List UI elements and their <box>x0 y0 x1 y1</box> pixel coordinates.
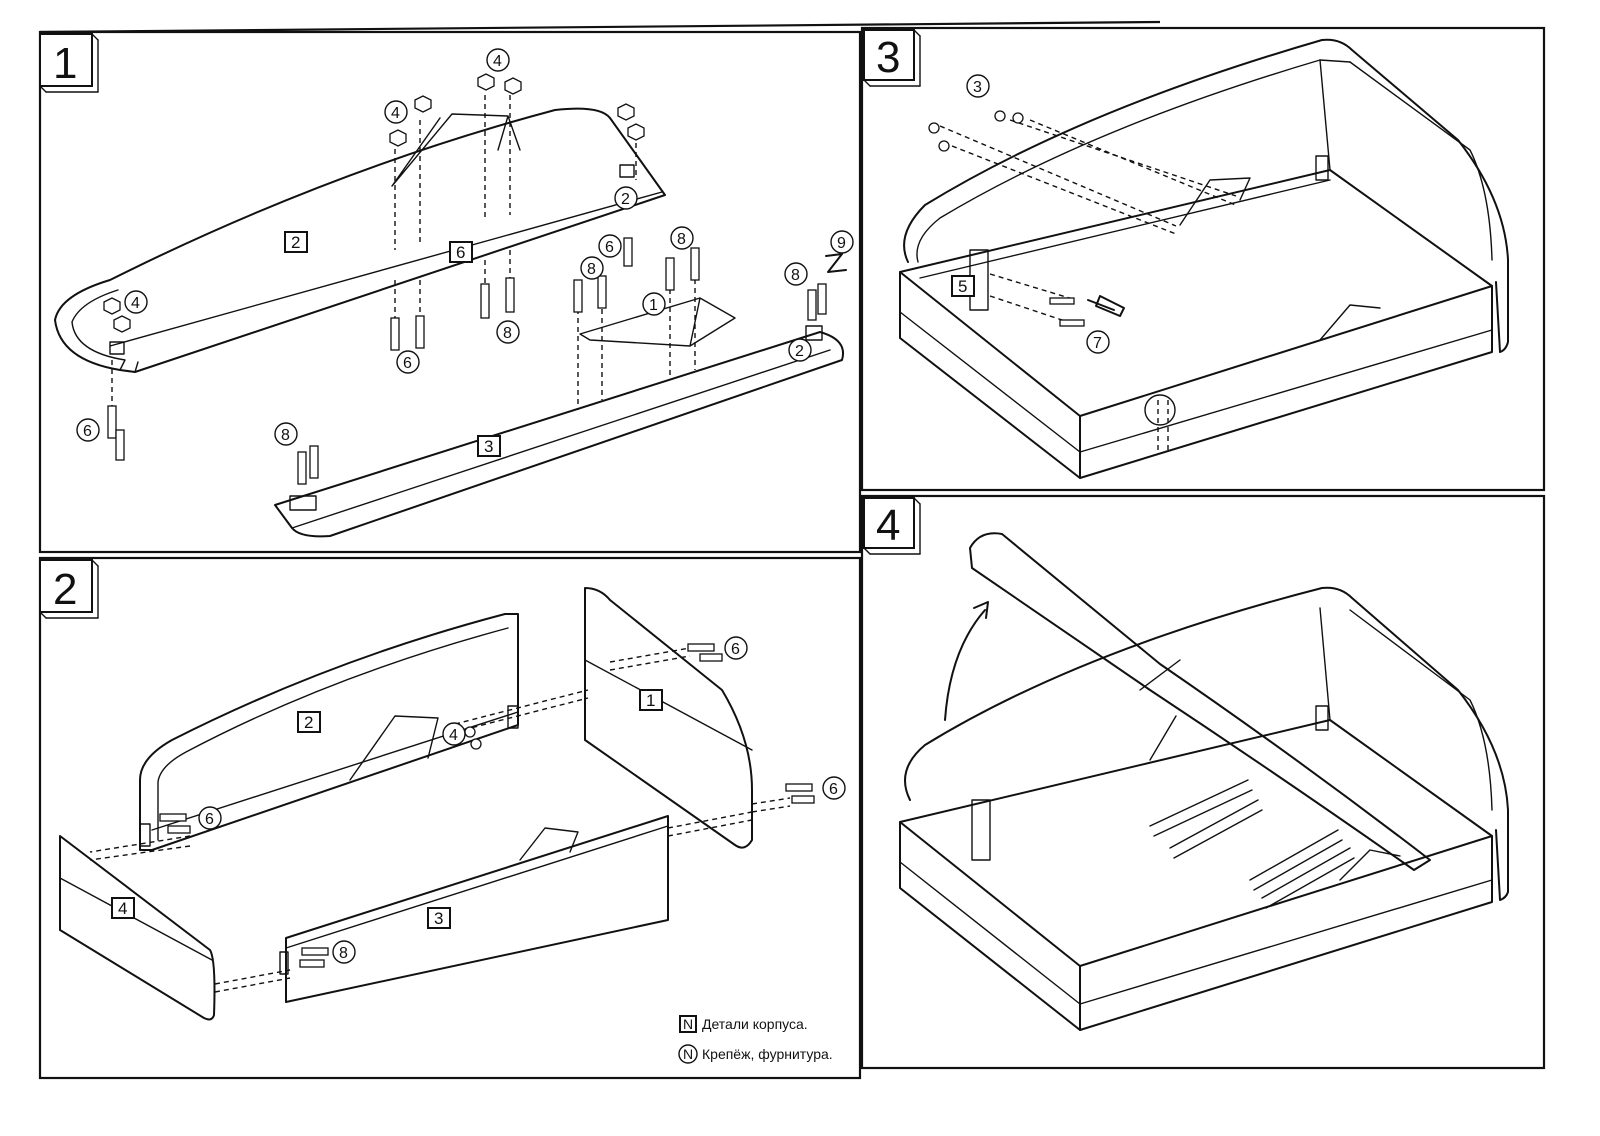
callout-label: 8 <box>791 267 800 284</box>
end-panel-right <box>584 587 753 849</box>
hardware-callouts: 6 4 6 6 8 <box>198 636 846 964</box>
callout-label: 6 <box>829 781 838 798</box>
callout-label: 6 <box>205 811 214 828</box>
lifted-bed-base <box>969 532 1431 871</box>
allen-key-icon <box>825 253 847 273</box>
part-label: 3 <box>484 437 493 456</box>
callout-label: 3 <box>973 79 982 96</box>
legend-symbol: N <box>683 1016 693 1032</box>
callout-label: 8 <box>587 261 596 278</box>
callout-label: 7 <box>1093 335 1102 352</box>
nut-icon <box>928 110 1024 152</box>
headboard-curve <box>903 38 1509 353</box>
step-tag-2: 2 <box>39 559 99 619</box>
callout-label: 8 <box>339 945 348 962</box>
callout-label: 2 <box>795 343 804 360</box>
nut-icon <box>103 73 645 333</box>
part-label: 4 <box>118 899 127 918</box>
part-label: 2 <box>291 233 300 252</box>
callout-label: 4 <box>493 53 502 70</box>
bolt-icon <box>107 237 827 485</box>
callout-label: 6 <box>731 641 740 658</box>
headboard-curve <box>904 586 1509 901</box>
callout-label: 9 <box>837 235 846 252</box>
screw-icon <box>159 643 815 968</box>
end-panel-left <box>59 835 216 1021</box>
step-tag-1: 1 <box>39 33 99 93</box>
back-panel <box>139 613 519 851</box>
lift-arrow-icon <box>944 609 986 721</box>
legend: N Детали корпуса. N Крепёж, фурнитура. <box>678 1015 833 1064</box>
callout-label: 8 <box>281 427 290 444</box>
screwdriver-icon <box>1087 295 1125 317</box>
step-number: 2 <box>53 565 77 614</box>
callout-label: 6 <box>605 239 614 256</box>
callout-label: 6 <box>403 355 412 372</box>
part-label: 6 <box>456 243 465 262</box>
legend-text: Детали корпуса. <box>702 1016 808 1032</box>
part-label: 1 <box>646 691 655 710</box>
side-panel-bottom <box>274 331 844 538</box>
step-number: 3 <box>876 33 900 82</box>
step-number: 1 <box>53 39 77 88</box>
gas-spring-icon <box>1149 779 1355 909</box>
front-panel <box>285 815 669 1003</box>
side-panel-top <box>54 107 666 373</box>
step4-drawing <box>899 532 1509 1031</box>
part-label: 3 <box>434 909 443 928</box>
step2-drawing: 2 1 4 3 6 4 6 6 8 N Детали корпуса. N Кр… <box>59 587 846 1064</box>
callout-label: 4 <box>391 105 400 122</box>
panel-frames <box>38 20 1546 1080</box>
part-label: 5 <box>958 277 967 296</box>
hardware-callouts: 4 4 2 6 8 8 8 6 1 9 8 2 4 6 8 <box>76 48 854 446</box>
callout-label: 8 <box>677 231 686 248</box>
callout-label: 1 <box>649 297 658 314</box>
callout-label: 2 <box>621 191 630 208</box>
callout-label: 4 <box>449 727 458 744</box>
legend-symbol: N <box>683 1046 693 1062</box>
legend-text: Крепёж, фурнитура. <box>702 1046 833 1062</box>
step1-frame <box>38 30 862 554</box>
step4-frame <box>860 494 1546 1070</box>
step-number: 4 <box>876 501 900 550</box>
callout-label: 8 <box>503 325 512 342</box>
step-tag-4: 4 <box>863 497 921 555</box>
step1-drawing: 2 6 3 4 4 2 6 8 8 8 6 1 9 8 2 4 6 8 <box>54 48 854 538</box>
callout-label: 4 <box>131 295 140 312</box>
step3-drawing: 5 3 7 <box>899 38 1509 479</box>
step2-frame <box>38 556 862 1080</box>
step3-frame <box>860 26 1546 492</box>
part-label: 2 <box>304 713 313 732</box>
step-tag-3: 3 <box>863 29 921 87</box>
callout-label: 6 <box>83 423 92 440</box>
